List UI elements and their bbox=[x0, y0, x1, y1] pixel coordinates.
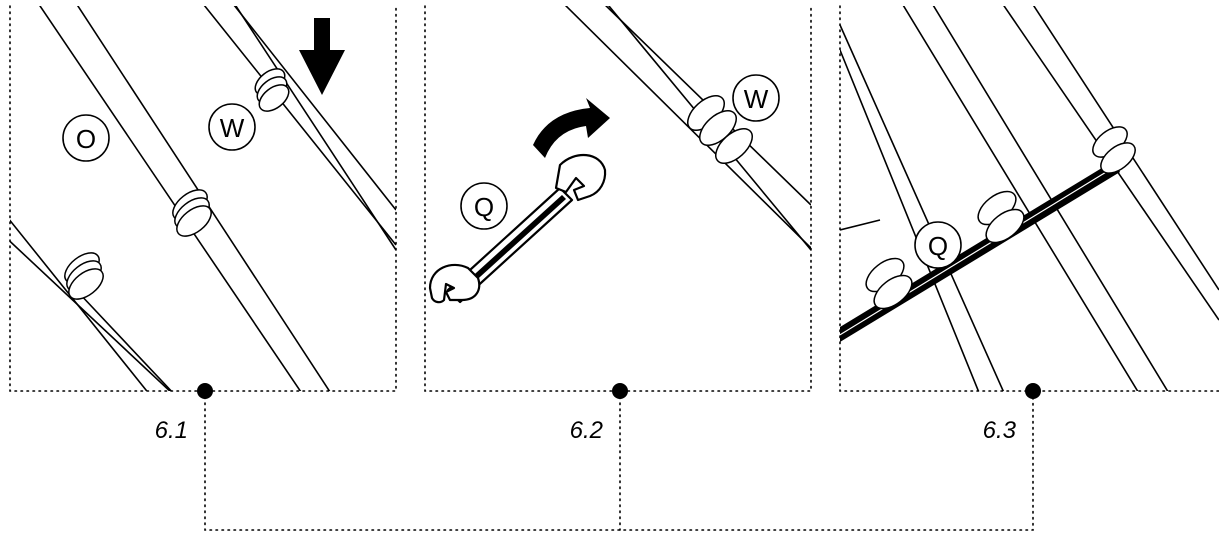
node-6-2 bbox=[612, 383, 628, 399]
wrench-icon bbox=[428, 153, 607, 304]
panel-6-2: Q W bbox=[424, 5, 812, 392]
clamped-collars bbox=[865, 126, 1136, 310]
arrow-down-icon bbox=[299, 18, 345, 95]
callout-q-2: Q bbox=[914, 221, 962, 269]
curved-arrow-icon bbox=[533, 98, 610, 158]
ring-stack-upper bbox=[254, 68, 290, 112]
panel-6-1-rods bbox=[10, 6, 396, 391]
callout-q: Q bbox=[460, 182, 508, 230]
panel-6-2-rods bbox=[564, 6, 811, 251]
step-label-6-1: 6.1 bbox=[155, 417, 188, 444]
node-6-1 bbox=[197, 383, 213, 399]
panel-6-3: Q bbox=[839, 5, 1219, 392]
step-label-6-3: 6.3 bbox=[983, 417, 1017, 444]
panel-6-1: O W bbox=[9, 5, 397, 392]
callout-o: O bbox=[62, 114, 110, 162]
rod-collars bbox=[687, 95, 753, 164]
callout-q-2-label: Q bbox=[928, 231, 948, 261]
callout-w: W bbox=[208, 103, 256, 151]
callout-w-label: W bbox=[220, 113, 245, 143]
node-6-3 bbox=[1025, 383, 1041, 399]
panel-6-3-rods bbox=[840, 6, 1219, 391]
ring-stack-lower bbox=[64, 252, 104, 300]
ring-stack-middle bbox=[172, 189, 212, 237]
callout-q-label: Q bbox=[474, 192, 494, 222]
step-label-6-2: 6.2 bbox=[570, 417, 603, 444]
callout-o-label: O bbox=[76, 124, 96, 154]
callout-w-2: W bbox=[732, 74, 780, 122]
callout-w-2-label: W bbox=[744, 84, 769, 114]
step-connectors bbox=[197, 383, 1041, 531]
